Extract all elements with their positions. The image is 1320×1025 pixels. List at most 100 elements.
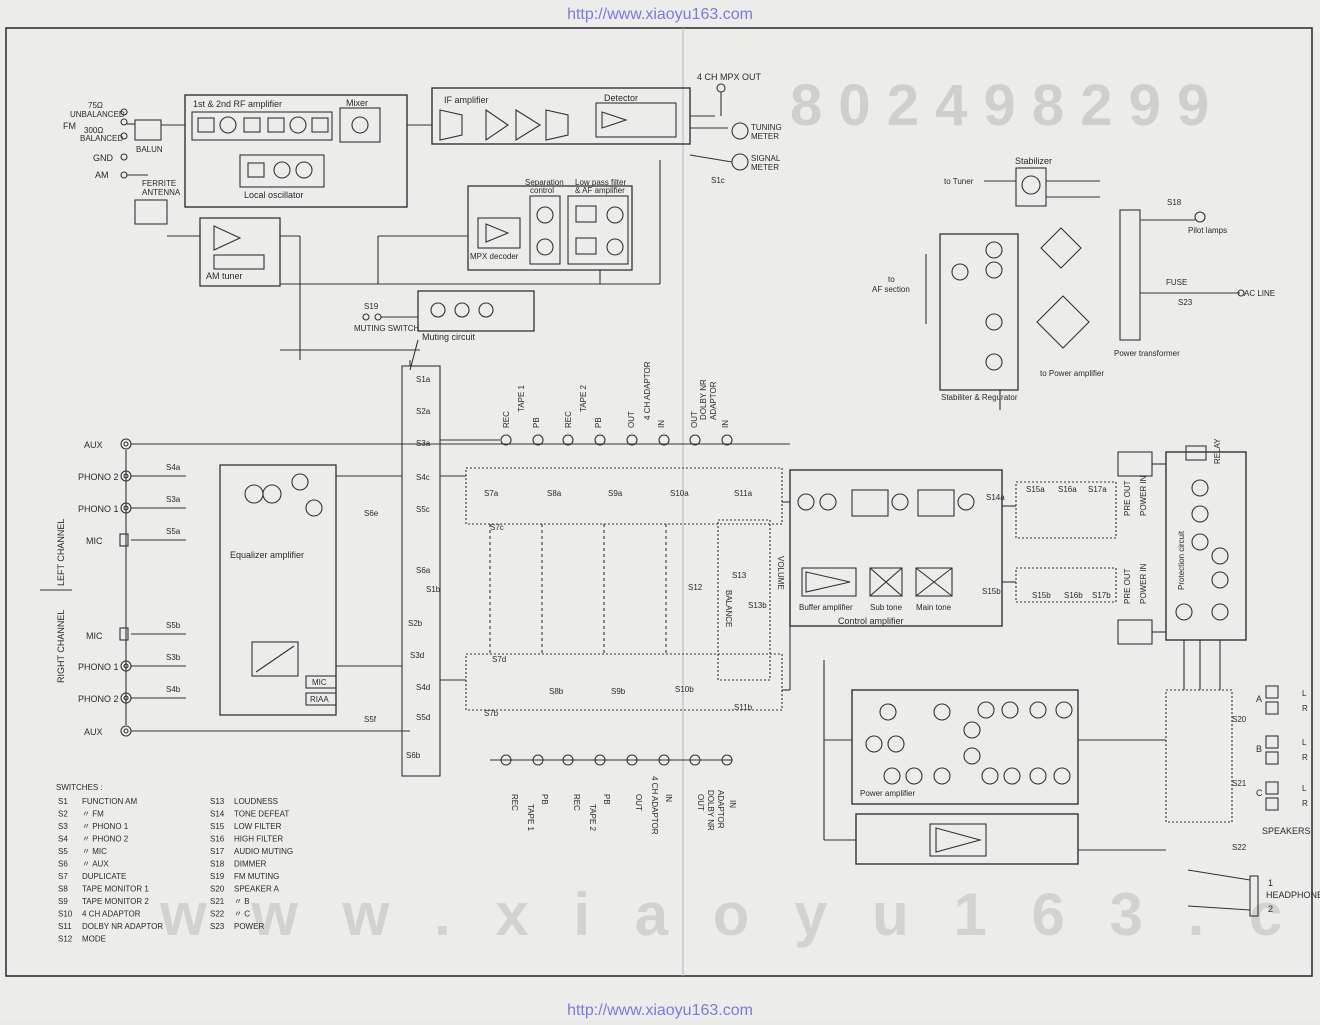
svg-text:S2a: S2a (416, 407, 431, 416)
legend-switch-function: TAPE MONITOR 1 (82, 885, 149, 894)
legend-switch-key: S15 (210, 822, 225, 831)
svg-text:S6a: S6a (416, 566, 431, 575)
legend-switch-key: S20 (210, 885, 225, 894)
legend-switch-key: S6 (58, 860, 68, 869)
legend-switch-key: S11 (58, 922, 72, 931)
svg-text:MUTING SWITCH: MUTING SWITCH (354, 324, 420, 333)
svg-text:SPEAKERS: SPEAKERS (1262, 826, 1311, 836)
legend-switch-function: DIMMER (234, 860, 267, 869)
svg-text:AC LINE: AC LINE (1244, 289, 1275, 298)
svg-text:S6e: S6e (364, 509, 379, 518)
legend-switch-function: 〃 AUX (82, 860, 109, 869)
svg-text:S15b: S15b (1032, 591, 1051, 600)
svg-text:OUT: OUT (627, 411, 636, 428)
legend-switch-key: S8 (58, 885, 68, 894)
legend-switch-function: FUNCTION AM (82, 797, 137, 806)
svg-text:MPX decoder: MPX decoder (470, 252, 519, 261)
svg-text:S18: S18 (1167, 198, 1182, 207)
svg-text:S1c: S1c (711, 176, 725, 185)
svg-text:PB: PB (532, 417, 541, 428)
svg-text:GND: GND (93, 153, 114, 163)
watermark-site: w w w . x i a o y u 1 6 3 . c o m (159, 881, 1320, 948)
legend-switch-key: S12 (58, 935, 73, 944)
legend-switch-key: S23 (210, 922, 225, 931)
svg-text:AF section: AF section (872, 285, 910, 294)
svg-text:L: L (1302, 738, 1307, 747)
svg-text:S22: S22 (1232, 843, 1247, 852)
svg-text:to: to (888, 275, 895, 284)
svg-text:IN: IN (657, 420, 666, 428)
svg-text:MIC: MIC (312, 678, 327, 687)
svg-text:S14a: S14a (986, 493, 1005, 502)
protection-circuit: RELAY Protection circuit (1165, 438, 1247, 641)
svg-text:S4a: S4a (166, 463, 181, 472)
svg-text:S7a: S7a (484, 489, 499, 498)
svg-text:Stabiliter & Regurator: Stabiliter & Regurator (941, 393, 1018, 402)
svg-text:PRE OUT: PRE OUT (1123, 480, 1132, 516)
top-url[interactable]: http://www.xiaoyu163.com (567, 6, 753, 23)
svg-text:ADAPTOR: ADAPTOR (709, 381, 718, 420)
legend-switch-key: S21 (210, 897, 225, 906)
svg-text:RIGHT CHANNEL: RIGHT CHANNEL (56, 610, 66, 683)
svg-text:4 CH ADAPTOR: 4 CH ADAPTOR (650, 776, 659, 835)
svg-text:S8b: S8b (549, 687, 564, 696)
svg-text:S5c: S5c (416, 505, 430, 514)
svg-text:S12: S12 (688, 583, 703, 592)
svg-text:Separation: Separation (525, 178, 564, 187)
legend-switch-key: S4 (58, 835, 68, 844)
svg-text:POWER IN: POWER IN (1139, 563, 1148, 604)
svg-text:S13: S13 (732, 571, 747, 580)
legend-switch-key: S2 (58, 810, 68, 819)
svg-text:PB: PB (594, 417, 603, 428)
svg-text:PRE OUT: PRE OUT (1123, 568, 1132, 604)
svg-text:MIC: MIC (86, 631, 103, 641)
svg-text:POWER IN: POWER IN (1139, 475, 1148, 516)
svg-text:S16a: S16a (1058, 485, 1077, 494)
legend-switch-function: TONE DEFEAT (234, 810, 289, 819)
svg-text:control: control (530, 186, 554, 195)
svg-text:DOLBY NR: DOLBY NR (706, 790, 715, 831)
svg-text:S11a: S11a (734, 489, 753, 498)
svg-text:S11b: S11b (734, 703, 753, 712)
svg-text:L: L (1302, 689, 1307, 698)
svg-text:S7d: S7d (492, 655, 506, 664)
svg-text:METER: METER (751, 163, 779, 172)
svg-text:AUX: AUX (84, 440, 103, 450)
svg-text:Buffer amplifier: Buffer amplifier (799, 603, 853, 612)
svg-text:REC: REC (502, 411, 511, 428)
legend-switch-function: SPEAKER A (234, 885, 280, 894)
legend-switch-key: S16 (210, 835, 225, 844)
power-supply: Stabilizer to Tuner to AF section Stabil… (872, 156, 1275, 402)
svg-text:UNBALANCED: UNBALANCED (70, 110, 125, 119)
legend-switch-key: S3 (58, 822, 68, 831)
legend-switch-function: 4 CH ADAPTOR (82, 910, 141, 919)
am-tuner-block: AM tuner (167, 160, 661, 360)
svg-text:Power transformer: Power transformer (1114, 349, 1180, 358)
legend-switch-function: DUPLICATE (82, 872, 126, 881)
svg-text:PHONO 2: PHONO 2 (78, 694, 119, 704)
legend-switch-function: AUDIO MUTING (234, 847, 293, 856)
svg-text:L: L (1302, 784, 1307, 793)
if-detector-block: IF amplifier Detector 4 CH MPX OUT TUNIN… (431, 72, 782, 185)
svg-text:S17a: S17a (1088, 485, 1107, 494)
svg-text:IN: IN (721, 420, 730, 428)
legend-switch-function: LOW FILTER (234, 822, 282, 831)
svg-text:S3d: S3d (410, 651, 424, 660)
svg-text:OUT: OUT (690, 411, 699, 428)
rf-amplifier-block: 1st & 2nd RF amplifier Mixer Local oscil… (184, 94, 432, 208)
legend-switch-function: DOLBY NR ADAPTOR (82, 922, 163, 931)
svg-text:BALUN: BALUN (136, 145, 163, 154)
svg-text:Main tone: Main tone (916, 603, 952, 612)
legend-switch-function: 〃 PHONO 2 (82, 835, 129, 844)
svg-text:75Ω: 75Ω (88, 101, 103, 110)
svg-text:4 CH MPX OUT: 4 CH MPX OUT (697, 72, 762, 82)
svg-text:METER: METER (751, 132, 779, 141)
bottom-url[interactable]: http://www.xiaoyu163.com (567, 1002, 753, 1019)
svg-text:FUSE: FUSE (1166, 278, 1187, 287)
svg-text:REC: REC (572, 794, 581, 811)
svg-text:S7c: S7c (490, 523, 504, 532)
svg-text:& AF amplifier: & AF amplifier (575, 186, 625, 195)
svg-text:PHONO 2: PHONO 2 (78, 472, 119, 482)
svg-text:OUT: OUT (696, 794, 705, 811)
